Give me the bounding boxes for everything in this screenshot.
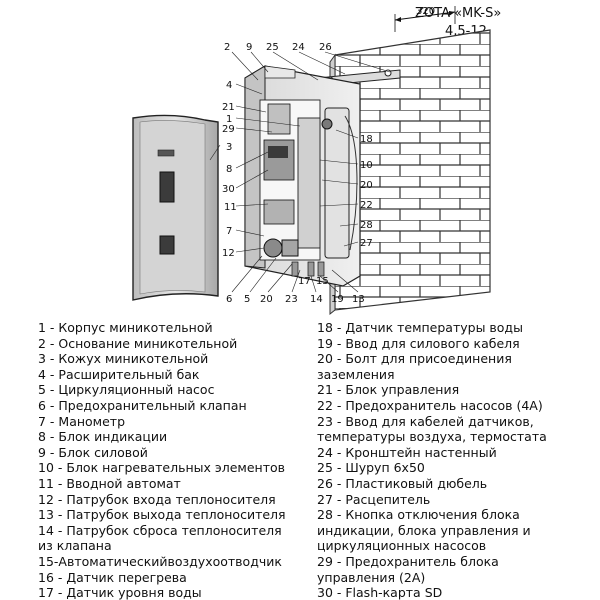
legend-item: 10 - Блок нагревательных элементов (38, 460, 286, 476)
legend-item: 21 - Блок управления (317, 382, 460, 398)
legend-item: из клапана (38, 538, 112, 554)
legend-item: 26 - Пластиковый дюбель (317, 475, 488, 491)
legend-item: 30 - Flash-карта SD (317, 585, 443, 600)
callout-30: 30 (222, 184, 235, 195)
legend-item: 29 - Предохранитель блока (317, 553, 499, 569)
callout-19: 19 (331, 294, 344, 305)
legend-item: 7 - Манометр (38, 413, 126, 429)
legend-item: 2 - Основание миникотельной (38, 335, 238, 351)
callout-1: 1 (226, 114, 232, 125)
front-panel (132, 114, 219, 301)
callout-11: 11 (224, 202, 237, 213)
legend-item: 9 - Блок силовой (38, 444, 148, 460)
callout-8: 8 (226, 164, 232, 175)
dimension-label: 320 (416, 6, 435, 17)
legend-item: 8 - Блок индикации (38, 429, 168, 445)
callout-27: 27 (360, 238, 373, 249)
legend-item: 15-Автоматическийвоздухоотводчик (38, 553, 282, 569)
callout-13: 13 (352, 294, 365, 305)
callout-15: 15 (316, 276, 329, 287)
legend-item: 16 - Датчик перегрева (38, 569, 187, 585)
legend-item: 13 - Патрубок выхода теплоносителя (38, 507, 286, 523)
leader-lines (209, 51, 391, 293)
callout-28: 28 (360, 220, 373, 231)
callout-4: 4 (226, 80, 232, 91)
dimension-320: 320 (394, 6, 456, 32)
callout-3: 3 (226, 142, 232, 153)
legend-item: 18 - Датчик температуры воды (317, 320, 523, 335)
legend-item: 17 - Датчик уровня воды (38, 585, 202, 600)
callout-26: 26 (319, 42, 332, 53)
callout-23: 23 (285, 294, 298, 305)
callout-20-right: 20 (360, 180, 373, 191)
legend-item: 24 - Кронштейн настенный (317, 444, 497, 460)
callout-17: 17 (298, 276, 311, 287)
legend-item: управления (2А) (317, 569, 426, 585)
callout-6: 6 (226, 294, 232, 305)
legend-item: 1 - Корпус миникотельной (38, 320, 213, 335)
callout-9: 9 (246, 42, 252, 53)
callout-25: 25 (266, 42, 279, 53)
boiler-exploded-diagram: 3 20 (132, 6, 491, 316)
callout-20-bottom: 20 (260, 294, 273, 305)
legend-item: 12 - Патрубок входа теплоносителя (38, 491, 276, 507)
callout-18: 18 (360, 134, 373, 145)
legend-item: заземления (317, 366, 395, 382)
legend-item: циркуляционных насосов (317, 538, 487, 554)
legend-item: индикации, блока управления и (317, 522, 531, 538)
legend-item: 14 - Патрубок сброса теплоносителя (38, 522, 282, 538)
legend-item: 6 - Предохранительный клапан (38, 397, 247, 413)
callout-21: 21 (222, 102, 235, 113)
legend-item: 22 - Предохранитель насосов (4А) (317, 397, 543, 413)
callout-7: 7 (226, 226, 232, 237)
legend-item: температуры воздуха, термостата (317, 429, 547, 445)
callout-10: 10 (360, 160, 373, 171)
legend-item: 23 - Ввод для кабелей датчиков, (317, 413, 534, 429)
legend-item: 27 - Расцепитель (317, 491, 431, 507)
callout-12: 12 (222, 248, 235, 259)
callout-24: 24 (292, 42, 305, 53)
legend-item: 19 - Ввод для силового кабеля (317, 335, 520, 351)
legend-item: 4 - Расширительный бак (38, 366, 200, 382)
callout-5: 5 (244, 294, 250, 305)
boiler-body (244, 65, 361, 287)
legend-item: 11 - Вводной автомат (38, 475, 181, 491)
callout-29: 29 (222, 124, 235, 135)
callout-2: 2 (224, 42, 230, 53)
legend-item: 25 - Шуруп 6х50 (317, 460, 425, 476)
callout-22: 22 (360, 200, 373, 211)
legend-item: 5 - Циркуляционный насос (38, 382, 215, 398)
product-title: ZOTA «MK-S» (415, 6, 502, 21)
legend-item: 28 - Кнопка отключения блока (317, 507, 520, 523)
legend-item: 20 - Болт для присоединения (317, 351, 512, 367)
callout-14: 14 (310, 294, 323, 305)
legend-item: 3 - Кожух миникотельной (38, 351, 209, 367)
